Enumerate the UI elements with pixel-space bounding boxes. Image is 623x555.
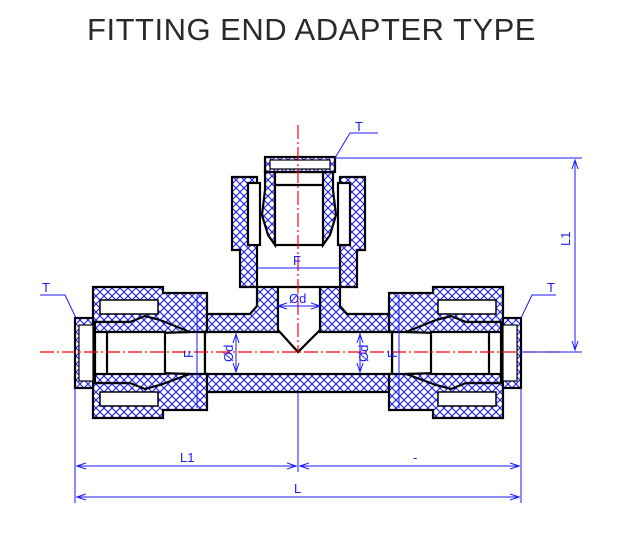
label-f-left: F xyxy=(181,350,196,358)
label-bore-left: Ød xyxy=(221,345,236,362)
left-nut xyxy=(73,285,209,420)
label-bore-right: Ød xyxy=(356,345,371,362)
label-t-left: T xyxy=(42,280,50,295)
label-right-half: - xyxy=(413,450,417,465)
right-nut xyxy=(387,285,523,420)
label-bore-top: Ød xyxy=(289,291,306,306)
diagram-title: FITTING END ADAPTER TYPE xyxy=(87,12,536,47)
label-l1-half: L1 xyxy=(180,450,194,465)
dimension-labels: T T T F Ød F Ød Ød F L1 L1 - L xyxy=(42,119,573,496)
label-t-top: T xyxy=(355,119,363,134)
dimension-lines xyxy=(40,132,582,503)
label-l1-height: L1 xyxy=(558,232,573,246)
centerlines xyxy=(40,125,560,353)
top-nut xyxy=(230,155,367,289)
label-l-overall: L xyxy=(294,481,301,496)
label-t-right: T xyxy=(547,280,555,295)
label-f-right: F xyxy=(385,350,400,358)
label-f-top: F xyxy=(293,253,301,268)
